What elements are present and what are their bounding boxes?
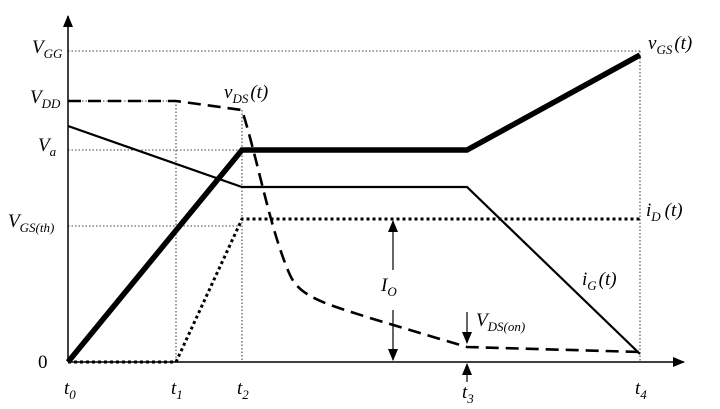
io-label: IO bbox=[380, 275, 397, 299]
id-curve bbox=[68, 217, 640, 364]
ig-curve-label: iG(t) bbox=[582, 269, 617, 293]
va-label: Va bbox=[38, 135, 57, 159]
vds-curve-label: vDS(t) bbox=[224, 82, 268, 106]
ig-curve bbox=[67, 124, 641, 355]
vgs-curve-label: vGS(t) bbox=[648, 33, 692, 57]
zero-label: 0 bbox=[38, 352, 48, 373]
vgg-label: VGG bbox=[32, 37, 63, 61]
t0-label: t0 bbox=[64, 378, 76, 402]
t2-label: t2 bbox=[237, 378, 249, 402]
id-curve-label: iD(t) bbox=[646, 200, 683, 224]
t4-label: t4 bbox=[635, 378, 647, 402]
t1-label: t1 bbox=[171, 378, 183, 402]
vgsth-label: VGS(th) bbox=[8, 211, 54, 235]
horizontal-reference-lines bbox=[68, 50, 640, 227]
vdson-label: VDS(on) bbox=[476, 310, 525, 334]
vgs-curve bbox=[65, 52, 642, 364]
vds-curve bbox=[68, 99, 641, 354]
vdd-label: VDD bbox=[30, 87, 61, 111]
t3-label: t3 bbox=[462, 382, 474, 406]
